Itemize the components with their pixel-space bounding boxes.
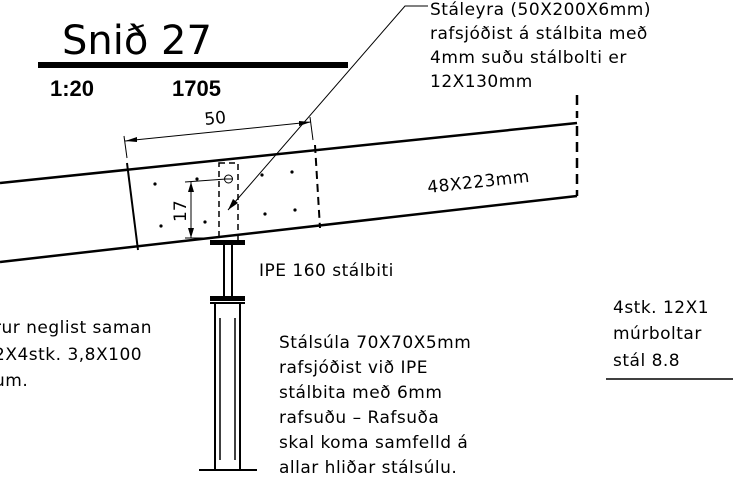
timber-rafter: [0, 121, 579, 264]
ipe-label: IPE 160 stálbiti: [259, 261, 394, 281]
title-underline: [38, 62, 348, 68]
ipe-top-flange: [210, 240, 245, 245]
steel-column: [199, 302, 257, 471]
ipe-bottom-flange: [210, 296, 245, 301]
svg-text:rafsuðu – Rafsuða: rafsuðu – Rafsuða: [279, 408, 439, 428]
svg-text:skal koma samfelld á: skal koma samfelld á: [279, 433, 468, 453]
section-title: Snið 27: [62, 18, 212, 64]
svg-text:2X4stk. 3,8X100: 2X4stk. 3,8X100: [0, 345, 142, 365]
dimension-50: [123, 116, 314, 159]
dimension-17: [184, 178, 227, 239]
svg-text:4mm suðu stálbolti er: 4mm suðu stálbolti er: [430, 48, 627, 68]
column-note: Stálsúla 70X70X5mm rafsjóðist við IPE st…: [279, 333, 471, 478]
nailing-note: rur neglist saman 2X4stk. 3,8X100 um.: [0, 318, 152, 391]
leader-arrowhead: [228, 199, 238, 210]
svg-text:4stk. 12X1: 4stk. 12X1: [613, 298, 709, 318]
svg-text:rur neglist saman: rur neglist saman: [0, 318, 152, 338]
dimension-17-label: 17: [171, 200, 191, 222]
bracket-note: Stáleyra (50X200X6mm) rafsjóðist á stálb…: [430, 0, 651, 92]
dimension-50-label: 50: [203, 108, 227, 130]
scale-label: 1:20: [50, 76, 94, 101]
svg-text:Stáleyra (50X200X6mm): Stáleyra (50X200X6mm): [430, 0, 651, 20]
svg-text:12X130mm: 12X130mm: [430, 72, 533, 92]
svg-text:Stálsúla 70X70X5mm: Stálsúla 70X70X5mm: [279, 333, 471, 353]
ipe-web: [223, 245, 233, 296]
steel-bolt: [218, 162, 239, 242]
steel-plate: [126, 144, 321, 251]
svg-text:um.: um.: [0, 371, 28, 391]
anchor-bolt-note: 4stk. 12X1 múrboltar stál 8.8: [613, 298, 709, 371]
beam-size-label: 48X223mm: [426, 167, 530, 198]
svg-text:múrboltar: múrboltar: [613, 324, 702, 344]
svg-text:stál 8.8: stál 8.8: [613, 351, 680, 371]
svg-text:allar hliðar stálsúlu.: allar hliðar stálsúlu.: [279, 458, 457, 478]
svg-text:rafsjóðist við IPE: rafsjóðist við IPE: [279, 358, 428, 378]
bracket-leader: [227, 5, 428, 211]
svg-text:stálbita með 6mm: stálbita með 6mm: [279, 383, 442, 403]
drawing-number: 1705: [172, 76, 221, 101]
svg-text:rafsjóðist á stálbita með: rafsjóðist á stálbita með: [430, 24, 648, 44]
nail-dots: [153, 170, 297, 228]
